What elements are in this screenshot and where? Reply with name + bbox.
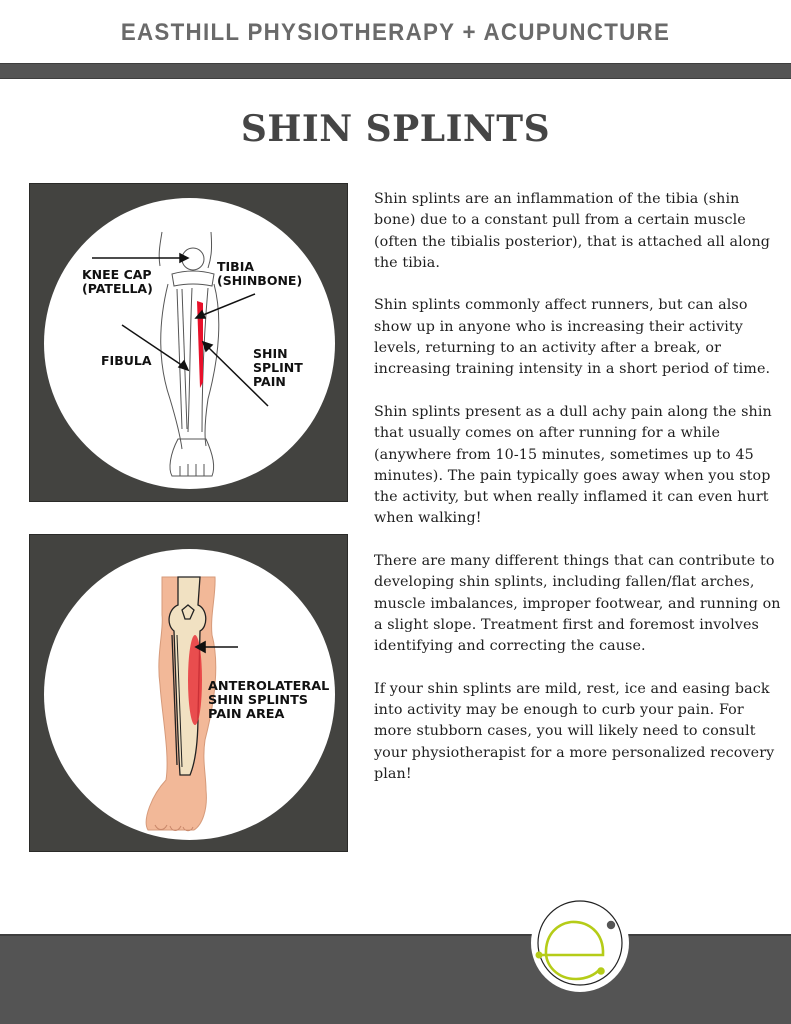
pain-area-highlight — [188, 635, 202, 725]
pain-highlight — [197, 301, 203, 388]
label-knee-cap: KNEE CAP (PATELLA) — [82, 267, 153, 296]
paragraph-causes: There are many different things that can… — [374, 553, 781, 655]
article-body: Shin splints are an inflammation of the … — [374, 189, 782, 807]
paragraph-treatment: If your shin splints are mild, rest, ice… — [374, 680, 775, 783]
paragraph-who-affected: Shin splints commonly affect runners, bu… — [374, 297, 771, 378]
paragraph-definition: Shin splints are an inflammation of the … — [374, 191, 771, 271]
leg-colored-icon — [145, 576, 238, 832]
label-fibula: FIBULA — [101, 353, 152, 368]
label-tibia: TIBIA (SHINBONE) — [217, 259, 303, 288]
illustration-leg-anterolateral: ANTEROLATERAL SHIN SPLINTS PAIN AREA — [29, 534, 348, 852]
footer-bar — [0, 934, 791, 1024]
label-anterolateral-pain-area: ANTEROLATERAL SHIN SPLINTS PAIN AREA — [208, 679, 330, 722]
leg-bones-sketch-icon — [92, 231, 269, 477]
illustration-leg-anatomy: KNEE CAP (PATELLA) TIBIA (SHINBONE) FIBU… — [29, 183, 348, 502]
header-bar — [0, 63, 791, 79]
easthill-e-logo-icon — [531, 894, 629, 992]
brand-name: EASTHILL PHYSIOTHERAPY + ACUPUNCTURE — [120, 19, 671, 46]
paragraph-symptoms: Shin splints present as a dull achy pain… — [374, 403, 772, 527]
label-shin-splint-pain: SHIN SPLINT PAIN — [253, 346, 303, 389]
page-title: SHIN SPLINTS — [240, 108, 551, 150]
illustration-circle — [44, 198, 335, 489]
